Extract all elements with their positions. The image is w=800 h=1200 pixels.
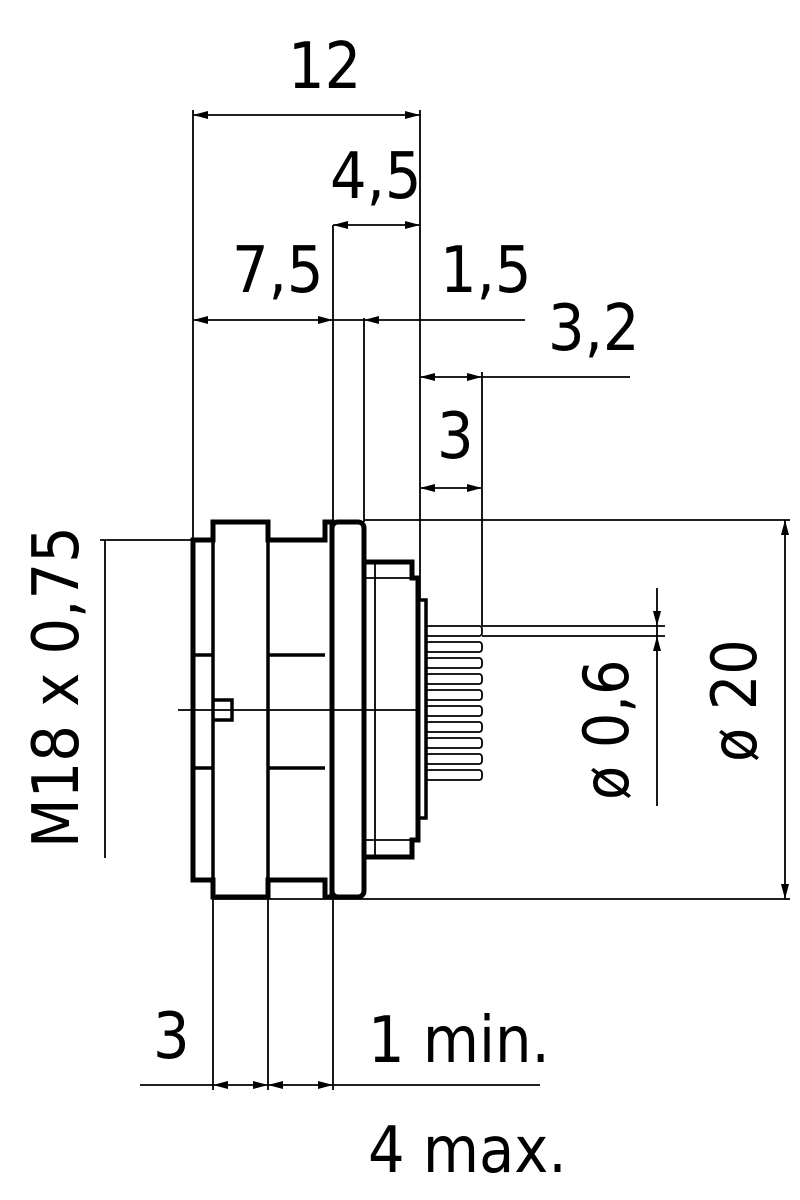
label-overall-length: 12 [288, 30, 361, 104]
label-pin-length: 3 [437, 400, 474, 474]
dimension-labels: 12 4,5 7,5 1,5 3,2 3 M18 x 0,75 ø 0,6 ø … [20, 30, 771, 1188]
pin [425, 721, 483, 733]
arrow [333, 221, 348, 229]
arrow [318, 1081, 333, 1089]
arrow [253, 1081, 268, 1089]
extension-lines [100, 110, 790, 1090]
arrow [653, 611, 661, 626]
arrow [405, 111, 420, 119]
arrow [467, 373, 482, 381]
arrow [364, 316, 379, 324]
label-thread-spec: M18 x 0,75 [20, 526, 94, 848]
pin [425, 753, 483, 765]
arrow [420, 484, 435, 492]
pin [425, 657, 483, 669]
arrow [653, 636, 661, 651]
label-front-to-flange: 7,5 [232, 234, 324, 308]
solder-pins [425, 625, 483, 781]
arrow [405, 221, 420, 229]
pin [425, 705, 483, 717]
pin-block [416, 598, 428, 820]
connector-body [178, 519, 483, 900]
arrow [467, 484, 482, 492]
label-front-section: 3 [153, 1000, 190, 1074]
pin [425, 625, 483, 637]
arrow [193, 316, 208, 324]
label-flange-diameter: ø 20 [698, 639, 771, 762]
rear-housing [361, 559, 421, 860]
dimension-lines [104, 111, 789, 1089]
label-flange-thickness: 1,5 [440, 234, 532, 308]
arrow [213, 1081, 228, 1089]
pin [425, 673, 483, 685]
pin [425, 689, 483, 701]
arrow [420, 373, 435, 381]
label-panel-max: 4 max. [368, 1114, 567, 1188]
arrow [781, 520, 789, 535]
pin [425, 641, 483, 653]
pin [425, 737, 483, 749]
label-rear-offset: 3,2 [548, 292, 640, 366]
arrow [268, 1081, 283, 1089]
arrow [318, 316, 333, 324]
arrow [781, 884, 789, 899]
label-flange-to-rear: 4,5 [330, 140, 422, 214]
pin [425, 769, 483, 781]
label-panel-min: 1 min. [368, 1004, 550, 1078]
arrow [193, 111, 208, 119]
label-pin-diameter: ø 0,6 [570, 660, 643, 801]
